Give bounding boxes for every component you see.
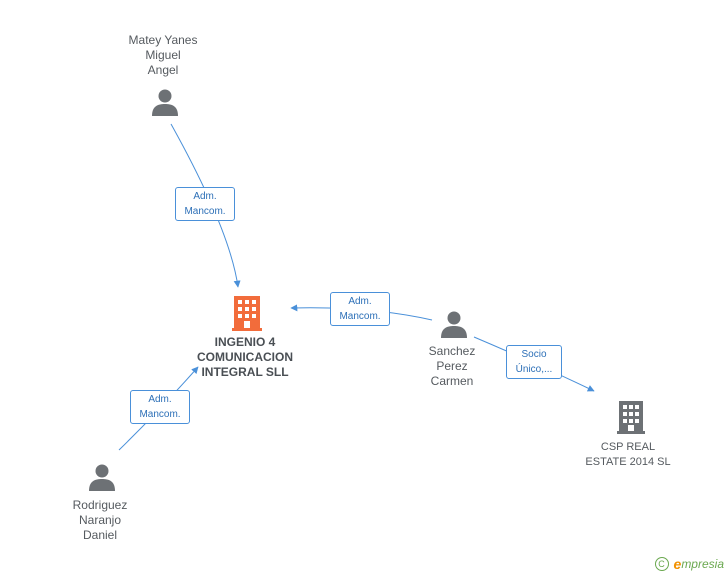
footer-brand: C e mpresia [654,556,724,572]
building-icon[interactable] [617,401,645,434]
person-icon[interactable] [441,311,467,339]
brand-logo-letter: e [673,556,682,572]
node-label-ingenio[interactable]: INGENIO 4 COMUNICACION INTEGRAL SLL [197,335,293,379]
copyright-icon: C [654,557,669,571]
edge-label-sanchez-csp[interactable]: Socio Único,... [506,345,562,379]
person-icon[interactable] [152,89,178,117]
brand-logo-text: mpresia [681,557,724,571]
building-icon[interactable] [232,296,262,331]
node-label-csp[interactable]: CSP REAL ESTATE 2014 SL [585,441,671,468]
node-label-rodriguez[interactable]: Rodriguez Naranjo Daniel [72,498,128,542]
edge-label-matey-ingenio[interactable]: Adm. Mancom. [175,187,235,221]
node-label-sanchez[interactable]: Sanchez Perez Carmen [428,344,476,388]
person-icon[interactable] [89,464,115,492]
edge-label-sanchez-ingenio[interactable]: Adm. Mancom. [330,292,390,326]
edge-label-rodriguez-ingenio[interactable]: Adm. Mancom. [130,390,190,424]
node-label-matey[interactable]: Matey Yanes Miguel Angel [128,33,198,77]
